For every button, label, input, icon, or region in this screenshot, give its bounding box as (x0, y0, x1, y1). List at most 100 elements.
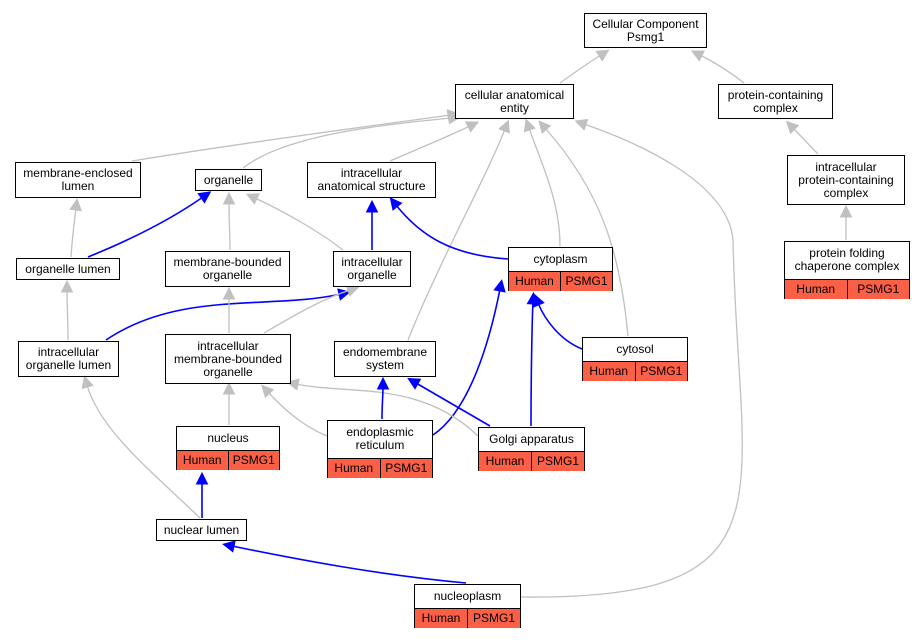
edge-imbo-to-io (263, 284, 360, 334)
node-cae[interactable]: cellular anatomical entity (455, 84, 574, 119)
node-olumen[interactable]: organelle lumen (16, 258, 120, 280)
edge-io-to-ias (365, 199, 379, 250)
edge-golgi-to-ems (407, 377, 491, 427)
edge-ems-to-cae (407, 119, 510, 341)
edge-ipcc-to-pcc (785, 120, 819, 155)
edge-pcc-to-root (690, 50, 745, 84)
node-mbo[interactable]: membrane-bounded organelle (165, 251, 290, 287)
node-label: cytoplasm (533, 251, 588, 266)
node-label: endomembrane system (342, 345, 428, 372)
edge-arrowhead (595, 49, 610, 62)
edge-line (263, 289, 351, 334)
edge-er-to-ems (376, 376, 390, 420)
node-label: intracellular organelle lumen (25, 345, 112, 372)
node-label: intracellular membrane-bounded organelle (173, 338, 283, 379)
annotation-row: Human PSMG1 (415, 608, 520, 628)
edge-line (131, 114, 451, 162)
node-label: cytosol (616, 341, 654, 356)
edge-arrowhead (523, 118, 536, 133)
node-pcc[interactable]: protein-containing complex (718, 84, 833, 119)
edge-line (432, 288, 501, 436)
node-organelle[interactable]: organelle (195, 169, 262, 191)
node-ems[interactable]: endomembrane system (334, 341, 436, 377)
edge-line (242, 117, 452, 169)
node-label: intracellular protein-containing complex (798, 159, 894, 200)
edge-iol-to-olumen (60, 279, 74, 341)
edge-pfcc-to-ipcc (839, 204, 853, 240)
annotation-gene: PSMG1 (634, 362, 688, 381)
edge-line (520, 123, 743, 598)
edge-er-to-cytoplasm (432, 279, 506, 436)
edge-arrowhead (222, 540, 236, 553)
edge-line (528, 127, 561, 247)
edge-imbo-to-mbo (222, 286, 236, 334)
annotation-species: Human (421, 611, 461, 625)
edge-arrowhead (493, 279, 506, 293)
node-label: intracellular anatomical structure (317, 166, 426, 193)
edge-arrowhead (222, 286, 236, 300)
edge-line (228, 201, 231, 251)
edge-line (544, 127, 629, 337)
edge-arrowhead (574, 118, 589, 131)
node-label: Cellular Component Psmg1 (592, 16, 699, 44)
edge-cytosol-to-cytoplasm (533, 293, 583, 350)
edge-line (105, 293, 342, 341)
edge-mel-to-cae (131, 109, 461, 162)
node-io[interactable]: intracellular organelle (333, 251, 411, 287)
node-root[interactable]: Cellular Component Psmg1 (584, 13, 707, 48)
edge-arrowhead (447, 111, 462, 125)
edge-arrowhead (465, 121, 480, 133)
node-imbo[interactable]: intracellular membrane-bounded organelle (165, 334, 291, 384)
edge-arrowhead (222, 381, 236, 395)
node-ipcc[interactable]: intracellular protein-containing complex (787, 155, 905, 205)
node-label: endoplasmic reticulum (346, 425, 414, 452)
edge-line (87, 196, 204, 258)
node-ias[interactable]: intracellular anatomical structure (307, 162, 436, 198)
annotation-species: Human (485, 454, 525, 468)
edge-ias-to-cae (389, 121, 480, 162)
edge-arrowhead (785, 120, 800, 135)
edge-line (389, 125, 471, 162)
edge-line (231, 545, 467, 584)
annotation-gene: PSMG1 (531, 452, 584, 471)
edge-arrowhead (195, 471, 209, 485)
annotation-gene: PSMG1 (227, 451, 280, 470)
node-label: Golgi apparatus (489, 431, 574, 446)
edge-cytosol-to-cae (538, 120, 629, 337)
edge-er-to-imbo (261, 384, 328, 437)
edge-line (254, 197, 344, 251)
node-label: protein folding chaperone complex (794, 246, 900, 273)
edge-io-to-organelle (245, 193, 344, 251)
edge-arrowhead (365, 199, 379, 213)
annotation-gene: PSMG1 (467, 609, 520, 628)
edge-cytoplasm-to-cae (523, 118, 561, 247)
edge-line (295, 383, 479, 437)
edge-arrowhead (261, 384, 275, 399)
annotation-species: Human (334, 461, 374, 475)
node-nlumen[interactable]: nuclear lumen (156, 519, 247, 541)
node-label: organelle lumen (25, 261, 111, 276)
edge-nucleus-to-imbo (222, 381, 236, 426)
node-iol[interactable]: intracellular organelle lumen (18, 341, 119, 377)
edge-line (530, 301, 534, 427)
edge-line (381, 386, 384, 420)
edge-arrowhead (839, 204, 853, 218)
node-mel[interactable]: membrane-enclosed lumen (15, 162, 141, 198)
edge-olumen-to-organelle (87, 191, 212, 258)
annotation-row: Human PSMG1 (479, 451, 584, 471)
edge-golgi-to-cytoplasm (526, 291, 540, 427)
edge-line (537, 302, 583, 350)
